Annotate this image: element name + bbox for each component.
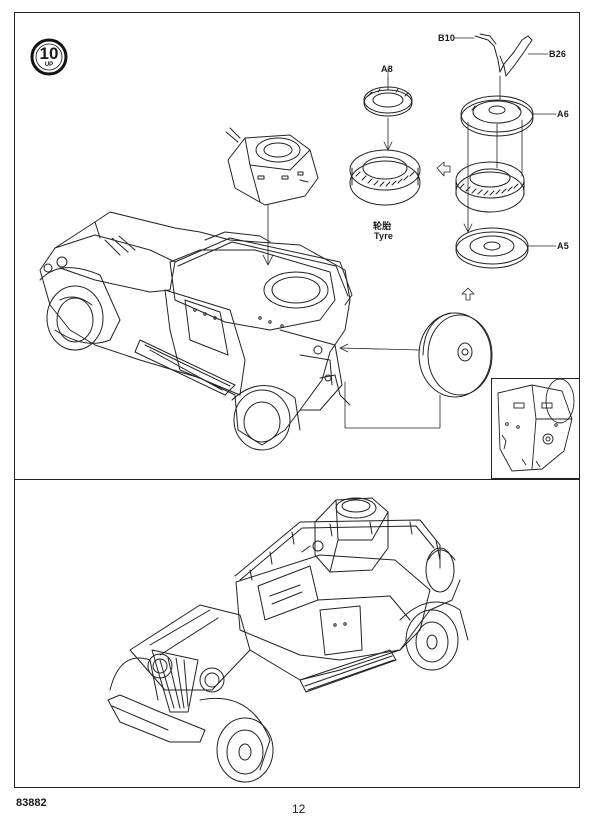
label-a8: A8 [381, 64, 393, 74]
kit-number: 83882 [16, 797, 47, 809]
armored-car-upper-icon [39, 211, 353, 451]
turret-icon [225, 127, 319, 206]
label-tyre-cn: 轮胎 [373, 221, 392, 231]
label-a5: A5 [557, 241, 569, 251]
label-tyre-en: Tyre [374, 231, 394, 241]
rim-a5-icon [455, 227, 529, 269]
label-b26: B26 [549, 49, 567, 59]
step-circle-icon [30, 38, 68, 76]
hub-cap-a8-icon [363, 86, 413, 117]
label-b10: B10 [438, 33, 456, 43]
page-number: 12 [292, 802, 306, 816]
tyre-rim-assembly-icon [455, 161, 525, 213]
step-number: 10 [39, 44, 59, 63]
step-divider [14, 479, 580, 480]
spare-wheel-icon [418, 312, 493, 398]
detail-inset [491, 378, 580, 479]
bracket-b10-b26-icon [474, 33, 533, 77]
armored-car-lower-icon [107, 497, 469, 783]
inset-detail-icon [497, 379, 575, 472]
step-sub: UP [44, 62, 54, 68]
step-badge: 10 UP [30, 38, 68, 76]
tyre-icon [349, 149, 421, 206]
label-a6: A6 [557, 109, 569, 119]
